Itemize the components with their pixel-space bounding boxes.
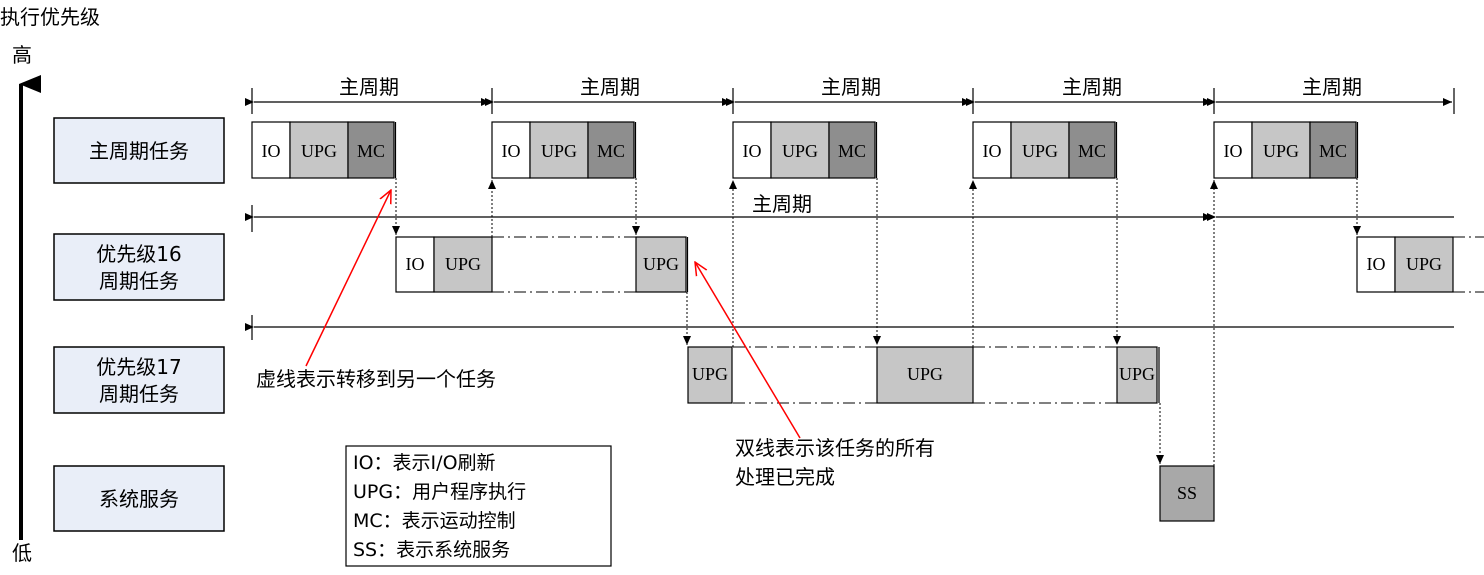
priority-16-block-3: IO UPG <box>1356 236 1454 293</box>
block-mc: MC <box>597 141 625 161</box>
system-service-block: SS <box>1159 465 1215 522</box>
block-io: IO <box>1224 141 1243 161</box>
priority-16-block-2: UPG <box>635 236 689 293</box>
annotation-double-text-line2: 处理已完成 <box>735 465 835 489</box>
block-upg: UPG <box>301 141 337 161</box>
block-upg: UPG <box>1022 141 1058 161</box>
annotation-dashed-text: 虚线表示转移到另一个任务 <box>256 367 496 391</box>
row-label-priority-17: 优先级17 周期任务 <box>53 346 225 414</box>
row-label-system-service: 系统服务 <box>53 465 225 532</box>
block-io: IO <box>743 141 762 161</box>
period-label-1: 主周期 <box>339 75 399 99</box>
main-cycle-block-1: IO UPG MC <box>251 121 397 179</box>
axis-title: 执行优先级 <box>0 5 100 29</box>
block-upg: UPG <box>1263 141 1299 161</box>
priority-16-blocks: IO UPG UPG IO UPG <box>395 236 1484 293</box>
row-label-system-service-line1: 系统服务 <box>99 487 179 511</box>
block-upg: UPG <box>692 364 728 384</box>
block-io: IO <box>502 141 521 161</box>
row-label-main-cycle-line1: 主周期任务 <box>89 139 189 163</box>
main-cycle-blocks: IO UPG MC IO UPG MC IO UPG MC IO <box>251 121 1359 179</box>
block-mc: MC <box>1319 141 1347 161</box>
priority-17-block-1: UPG <box>687 346 733 404</box>
period-label-3: 主周期 <box>821 75 881 99</box>
period-label-2: 主周期 <box>580 75 640 99</box>
block-io: IO <box>1367 254 1386 274</box>
block-mc: MC <box>1078 141 1106 161</box>
annotation-double-text-line1: 双线表示该任务的所有 <box>735 436 935 460</box>
period-dimensions: 主周期 主周期 主周期 主周期 主周期 <box>245 75 1455 114</box>
row-label-priority-17-line2: 周期任务 <box>99 382 179 406</box>
row-label-priority-16: 优先级16 周期任务 <box>53 233 225 301</box>
main-cycle-block-3: IO UPG MC <box>732 121 878 179</box>
main-cycle-block-4: IO UPG MC <box>972 121 1118 179</box>
legend-item-upg: UPG：用户程序执行 <box>353 481 526 503</box>
main-cycle-block-5: IO UPG MC <box>1213 121 1359 179</box>
block-upg: UPG <box>1119 364 1155 384</box>
block-ss: SS <box>1177 483 1197 503</box>
legend-item-mc: MC：表示运动控制 <box>353 510 516 532</box>
priority-17-block-3: UPG <box>1116 346 1160 404</box>
period-label-priority-16: 主周期 <box>752 192 812 216</box>
legend-item-ss: SS：表示系统服务 <box>353 539 510 561</box>
priority-16-block-1: IO UPG <box>395 236 493 293</box>
block-io: IO <box>262 141 281 161</box>
priority-17-blocks: UPG UPG UPG <box>687 346 1160 404</box>
legend-item-io: IO：表示I/O刷新 <box>353 452 496 474</box>
period-label-5: 主周期 <box>1302 75 1362 99</box>
annotation-arrow-double <box>695 262 801 439</box>
axis-low-label: 低 <box>12 541 32 565</box>
block-upg: UPG <box>541 141 577 161</box>
row-label-main-cycle: 主周期任务 <box>53 117 225 184</box>
legend: IO：表示I/O刷新 UPG：用户程序执行 MC：表示运动控制 SS：表示系统服… <box>345 445 612 567</box>
annotation-arrow-dashed <box>305 190 391 367</box>
block-upg: UPG <box>643 254 679 274</box>
block-mc: MC <box>357 141 385 161</box>
row-label-priority-16-line1: 优先级16 <box>96 242 181 266</box>
priority-16-period: 主周期 <box>245 192 1454 232</box>
annotation-arrows <box>305 190 801 439</box>
block-mc: MC <box>838 141 866 161</box>
priority-17-block-2: UPG <box>876 346 974 404</box>
main-cycle-block-2: IO UPG MC <box>491 121 637 179</box>
priority-17-period <box>245 315 1454 340</box>
block-upg: UPG <box>907 364 943 384</box>
block-upg: UPG <box>445 254 481 274</box>
row-label-priority-17-line1: 优先级17 <box>96 355 181 379</box>
period-label-4: 主周期 <box>1062 75 1122 99</box>
row-label-priority-16-line2: 周期任务 <box>99 269 179 293</box>
block-upg: UPG <box>782 141 818 161</box>
transfer-arrows <box>392 178 1361 466</box>
block-io: IO <box>983 141 1002 161</box>
block-upg: UPG <box>1406 254 1442 274</box>
block-io: IO <box>406 254 425 274</box>
axis-high-label: 高 <box>12 43 32 67</box>
